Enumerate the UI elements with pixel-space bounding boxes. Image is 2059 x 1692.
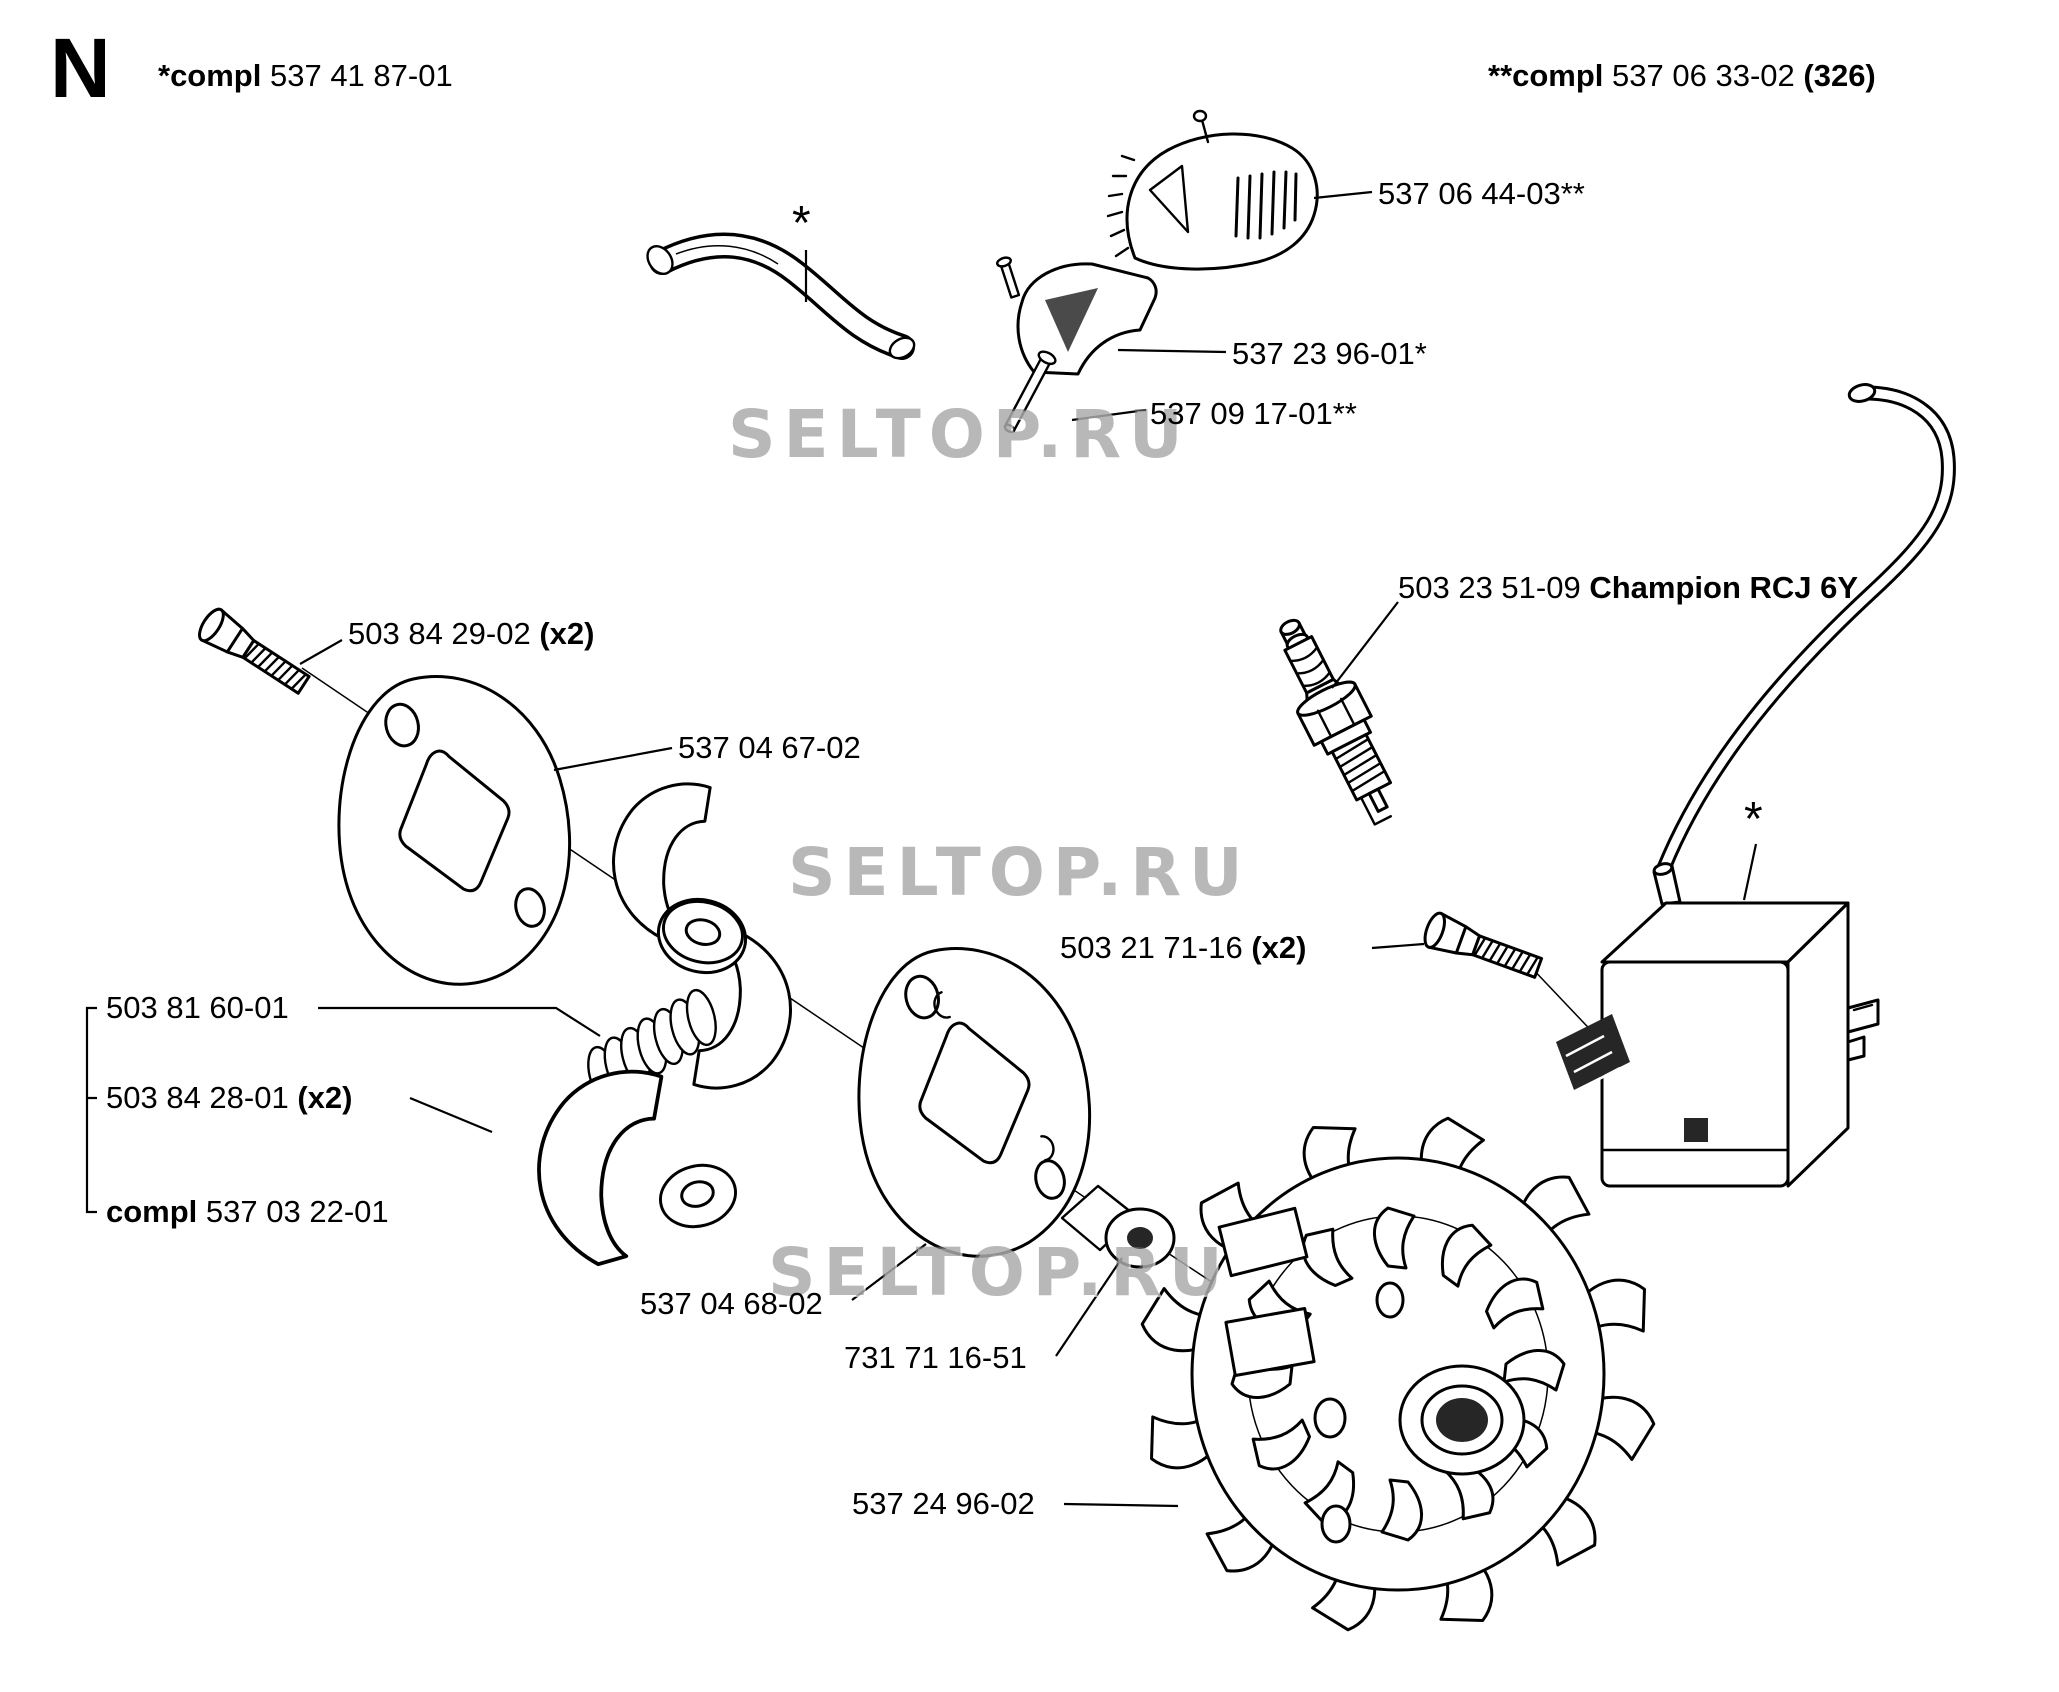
clutch-hub-part	[594, 767, 810, 1105]
leader-lines	[85, 190, 1758, 1508]
section-letter: N	[50, 21, 111, 115]
clutch-shoe-part	[514, 1049, 738, 1273]
header-right: **compl 537 06 33-02 (326)	[1488, 58, 1876, 94]
header-left: *compl 537 41 87-01	[158, 58, 453, 94]
header-left-prefix: *compl	[158, 58, 262, 93]
label-flywheel-nut: 731 71 16-51	[844, 1340, 1027, 1375]
part-name: Champion RCJ 6Y	[1589, 570, 1859, 605]
part-number: 503 84 29-02	[348, 616, 531, 651]
flywheel-part	[1136, 1112, 1660, 1636]
ignition-module-part	[1556, 862, 1880, 1188]
clutch-washer-rear-part	[820, 920, 1125, 1282]
label-clutch-screw: 503 84 29-02 (x2)	[348, 616, 594, 652]
part-qty: (x2)	[1251, 930, 1307, 965]
watermark: SELTOP.RU	[788, 834, 1251, 911]
watermark: SELTOP.RU	[768, 1234, 1231, 1311]
intake-elbow-part	[996, 256, 1158, 376]
watermark: SELTOP.RU	[728, 396, 1191, 473]
flywheel-nut-part	[1060, 1184, 1176, 1269]
label-module-screw: 503 21 71-16 (x2)	[1060, 930, 1306, 966]
header-left-number: 537 41 87-01	[269, 58, 453, 93]
label-clutch-spring: 503 81 60-01	[106, 990, 289, 1025]
label-clutch-washer-rear: 537 04 68-02	[640, 1286, 823, 1321]
part-qty: (x2)	[297, 1080, 353, 1115]
part-number: 503 23 51-09	[1398, 570, 1581, 605]
label-intake-elbow: 537 23 96-01*	[1232, 336, 1427, 371]
spark-plug-part	[1279, 618, 1393, 826]
label-clutch-assembly: compl 537 03 22-01	[106, 1194, 389, 1230]
part-number: 537 03 22-01	[205, 1194, 389, 1229]
part-number: 503 84 28-01	[106, 1080, 289, 1115]
part-number: 503 21 71-16	[1060, 930, 1243, 965]
module-screw-part	[1419, 909, 1546, 987]
header-right-prefix: **compl	[1488, 58, 1604, 93]
ignition-wire-part	[1656, 383, 1956, 876]
label-module-marker: *	[1744, 793, 1763, 846]
pin-part	[1003, 350, 1057, 434]
label-clutch-washer-front: 537 04 67-02	[678, 730, 861, 765]
label-air-guide: 537 06 44-03**	[1378, 176, 1585, 211]
part-qty: (x2)	[539, 616, 595, 651]
label-flywheel: 537 24 96-02	[852, 1486, 1035, 1521]
label-clutch-shoe: 503 84 28-01 (x2)	[106, 1080, 352, 1116]
clutch-screw-part	[193, 603, 315, 702]
header-right-suffix: (326)	[1803, 58, 1876, 93]
fuel-hose-part	[646, 232, 916, 360]
label-fuel-hose-marker: *	[792, 197, 811, 250]
label-pin: 537 09 17-01**	[1150, 396, 1357, 431]
header-right-number: 537 06 33-02	[1612, 58, 1795, 93]
air-guide-part	[1106, 109, 1319, 271]
part-prefix: compl	[106, 1194, 198, 1229]
clutch-washer-front-part	[300, 648, 605, 1010]
label-spark-plug: 503 23 51-09 Champion RCJ 6Y	[1398, 570, 1858, 606]
